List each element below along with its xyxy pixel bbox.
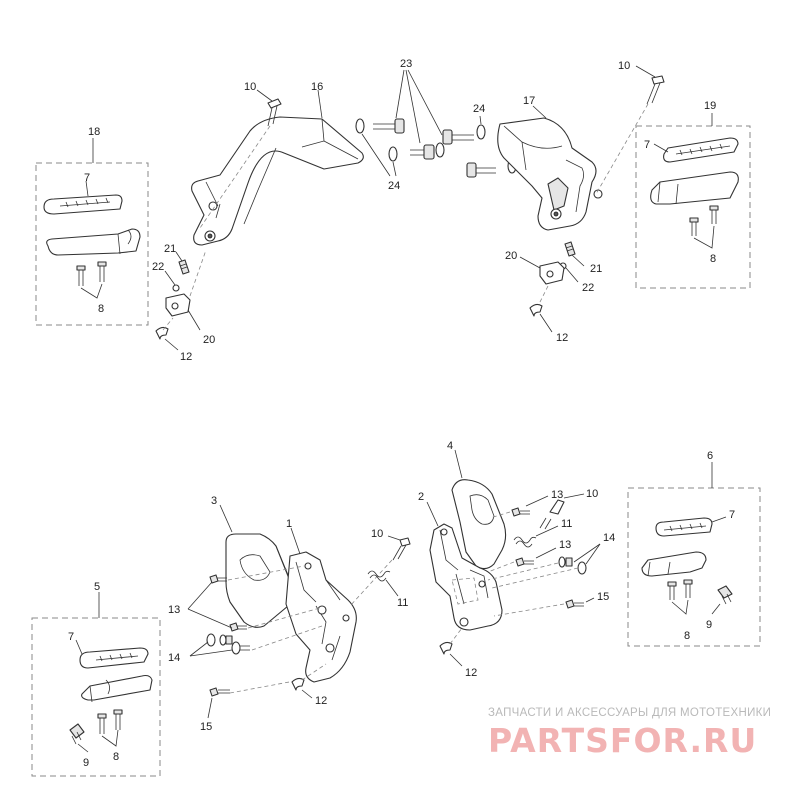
callout-8d: 8 <box>684 630 690 642</box>
callout-20b: 20 <box>505 250 517 262</box>
callout-10d: 10 <box>586 488 598 500</box>
callout-15: 15 <box>200 721 212 733</box>
callout-21: 21 <box>164 243 176 255</box>
callout-15b: 15 <box>597 591 609 603</box>
callout-13c: 13 <box>559 539 571 551</box>
callout-8c: 8 <box>113 751 119 763</box>
watermark-tagline: ЗАПЧАСТИ И АКСЕССУАРЫ ДЛЯ МОТОТЕХНИКИ <box>488 707 771 719</box>
callout-20: 20 <box>203 334 215 346</box>
bolt-10-top-right: 10 <box>595 60 665 195</box>
callout-12b: 12 <box>556 332 568 344</box>
pivot-assembly-right: 21 22 20 12 <box>505 241 602 344</box>
callout-13b: 13 <box>551 489 563 501</box>
part-4-heel-plate-right: 4 <box>447 440 507 570</box>
callout-21b: 21 <box>590 263 602 275</box>
part-3-heel-plate: 3 <box>211 495 297 628</box>
callout-1: 1 <box>286 518 292 530</box>
subassembly-box-6: 6 7 8 9 <box>627 450 761 647</box>
callout-10c: 10 <box>371 528 383 540</box>
callout-19: 19 <box>704 100 716 112</box>
callout-7: 7 <box>84 172 90 184</box>
callout-12: 12 <box>180 351 192 363</box>
callout-3: 3 <box>211 495 217 507</box>
callout-22b: 22 <box>582 282 594 294</box>
callout-12c: 12 <box>315 695 327 707</box>
callout-22: 22 <box>152 261 164 273</box>
subassembly-box-19: 19 7 8 <box>635 100 751 289</box>
callout-10: 10 <box>244 81 256 93</box>
fasteners-right-lower: 13 10 11 13 14 15 12 <box>439 488 615 679</box>
callout-14b: 14 <box>603 532 615 544</box>
callout-8b: 8 <box>710 253 716 265</box>
subassembly-box-5: 5 7 9 8 <box>31 581 161 777</box>
callout-10b: 10 <box>618 60 630 72</box>
subassembly-box-18: 18 7 8 <box>35 126 149 326</box>
callout-4: 4 <box>447 440 453 452</box>
callout-17: 17 <box>523 95 535 107</box>
callout-9: 9 <box>83 757 89 769</box>
callout-8: 8 <box>98 303 104 315</box>
part-16-left-rear-bracket: 16 <box>191 81 364 246</box>
watermark-brand: PARTSFOR.RU <box>488 721 757 760</box>
pivot-assembly-left: 21 22 20 12 <box>152 243 215 363</box>
part-2-rear-bracket: 2 <box>418 491 503 631</box>
callout-18: 18 <box>88 126 100 138</box>
bolt-10-top-left: 10 <box>199 81 282 229</box>
bolts-and-washers-23-24: 23 24 24 <box>355 58 517 192</box>
callout-16: 16 <box>311 81 323 93</box>
callout-14: 14 <box>168 652 180 664</box>
callout-7d: 7 <box>729 509 735 521</box>
callout-6: 6 <box>707 450 713 462</box>
callout-9b: 9 <box>706 619 712 631</box>
callout-5: 5 <box>94 581 100 593</box>
callout-7c: 7 <box>68 631 74 643</box>
callout-11b: 11 <box>561 518 572 530</box>
callout-2: 2 <box>418 491 424 503</box>
callout-11: 11 <box>397 597 408 609</box>
callout-12d: 12 <box>465 667 477 679</box>
watermark: ЗАПЧАСТИ И АКСЕССУАРЫ ДЛЯ МОТОТЕХНИКИ PA… <box>488 707 771 760</box>
fasteners-left-lower: 13 14 15 12 10 11 <box>168 528 411 733</box>
callout-13: 13 <box>168 604 180 616</box>
callout-23: 23 <box>400 58 412 70</box>
callout-24b: 24 <box>473 103 485 115</box>
callout-7b: 7 <box>644 139 650 151</box>
part-17-right-rear-bracket: 17 <box>497 95 603 231</box>
part-1-front-bracket: 1 <box>285 518 357 683</box>
callout-24: 24 <box>388 180 400 192</box>
